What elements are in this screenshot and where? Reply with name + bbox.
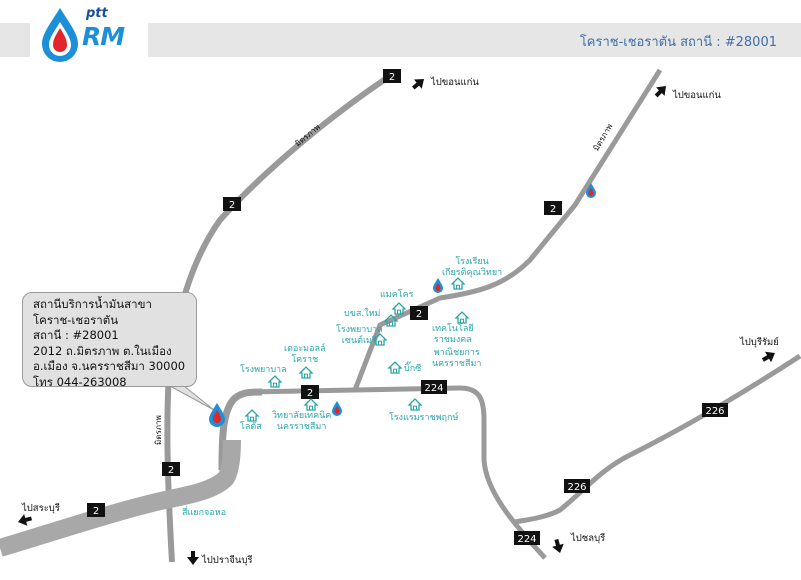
arrow-chonburi-icon	[552, 538, 566, 555]
svg-text:224: 224	[424, 383, 443, 394]
info-line-address: 2012 ถ.มิตรภาพ ต.ในเมือง	[33, 343, 172, 358]
svg-text:2: 2	[168, 465, 174, 476]
road-saraburi-west	[0, 439, 241, 557]
place-commerce: พาณิชยการนครราชสีมา	[432, 348, 482, 369]
dir-khonkaen-2: ไปขอนแก่น	[673, 90, 721, 101]
station-title: โคราช-เชอราตัน สถานี : #28001	[579, 35, 777, 50]
svg-text:226: 226	[567, 482, 586, 493]
road-mittraphap-north	[164, 69, 398, 563]
svg-text:2: 2	[389, 72, 395, 83]
arrow-khonkaen-1-icon	[411, 74, 428, 90]
ptt-mini-school-icon	[433, 278, 443, 293]
info-line-name: โคราช-เชอราตัน	[33, 312, 119, 327]
road-226	[514, 353, 801, 525]
route-shield-2-junction: 2	[301, 385, 319, 399]
route-shield-226-south: 226	[564, 479, 590, 493]
info-line-branch: สถานีบริการน้ำมันสาขา	[33, 297, 152, 311]
road-224	[244, 385, 547, 560]
svg-text:2: 2	[229, 200, 235, 211]
poi-lotus-icon	[245, 409, 259, 422]
poi-tech-college-icon	[304, 398, 318, 411]
place-hospital-a: โรงพยาบาล	[240, 365, 287, 375]
arrow-buriram-icon	[761, 347, 778, 363]
place-tech-rmu: เทคโนโลยีราชมงคล	[432, 324, 474, 345]
route-shield-2-center: 2	[410, 306, 428, 320]
dir-chonburi: ไปชลบุรี	[571, 533, 606, 544]
ptt-rm-logo: ptt RM	[38, 4, 138, 64]
poi-tech-rmu-icon	[455, 311, 469, 324]
route-shield-2-top: 2	[383, 69, 401, 83]
place-tech-college: วิทยาลัยเทคนิคนครราชสีมา	[272, 411, 332, 432]
road-khonkaen-ne	[352, 68, 663, 391]
place-makro: แมคโคร	[380, 290, 414, 300]
route-shield-2-ne: 2	[544, 201, 562, 215]
road-label-mittraphap-3: มิตรภาพ	[154, 415, 163, 445]
poi-bigc-icon	[388, 361, 402, 374]
logo-ptt-text: ptt	[86, 6, 108, 21]
info-line-station: สถานี : #28001	[33, 328, 119, 343]
header-bar: โคราช-เชอราตัน สถานี : #28001	[148, 23, 801, 57]
route-shield-226-east: 226	[702, 403, 728, 417]
svg-text:2: 2	[416, 309, 422, 320]
place-hospital-b: โรงพยาบาลเซนต์เมรี่	[336, 325, 383, 346]
place-lotus: โลตัส	[240, 422, 262, 432]
place-school: โรงเรียนเกียรติคุณวิทยา	[442, 257, 503, 278]
station-marker-icon	[209, 403, 225, 427]
arrow-prachinburi-icon	[187, 551, 199, 565]
road-city-loop	[218, 388, 263, 471]
info-line-phone: โทร 044-263008	[33, 374, 127, 389]
arrow-saraburi-icon	[16, 514, 33, 528]
poi-hospital-a-icon	[268, 375, 282, 388]
road-network	[0, 68, 801, 563]
poi-school-icon	[451, 277, 465, 290]
station-info-box: สถานีบริการน้ำมันสาขา โคราช-เชอราตัน สถา…	[22, 292, 197, 389]
dir-buriram: ไปบุรีรัมย์	[740, 337, 779, 348]
poi-hotel-icon	[408, 398, 422, 411]
ptt-drop-icon	[42, 8, 78, 62]
route-shield-2-south: 2	[162, 462, 180, 476]
dir-khonkaen-1: ไปขอนแก่น	[431, 77, 479, 88]
svg-text:2: 2	[550, 204, 556, 215]
route-shield-224-mid: 224	[421, 380, 447, 394]
dir-saraburi: ไปสระบุรี	[22, 503, 60, 514]
svg-text:2: 2	[307, 388, 313, 399]
place-intersection: สี่แยกจอหอ	[182, 508, 227, 518]
header-left-block	[0, 23, 30, 57]
route-shield-224-south: 224	[514, 531, 540, 545]
place-mall: เดอะมอลล์โคราช	[284, 344, 326, 365]
place-bks: บขส.ใหม่	[344, 309, 381, 319]
poi-makro-icon	[392, 302, 406, 315]
ptt-mini-center-icon	[332, 401, 342, 416]
svg-text:224: 224	[517, 534, 536, 545]
svg-text:2: 2	[93, 506, 99, 517]
route-shield-2-left: 2	[223, 197, 241, 211]
place-bigc: บิ๊กซี	[404, 364, 422, 374]
place-hotel: โรงแรมราชพฤกษ์	[389, 413, 459, 423]
info-line-district: อ.เมือง จ.นครราชสีมา 30000	[33, 359, 186, 374]
dir-prachinburi: ไปปราจีนบุรี	[202, 555, 253, 566]
poi-mall-icon	[299, 366, 313, 379]
arrow-khonkaen-2-icon	[654, 81, 671, 98]
logo-rm-text: RM	[82, 22, 125, 51]
svg-text:226: 226	[705, 406, 724, 417]
route-shield-2-west: 2	[87, 503, 105, 517]
